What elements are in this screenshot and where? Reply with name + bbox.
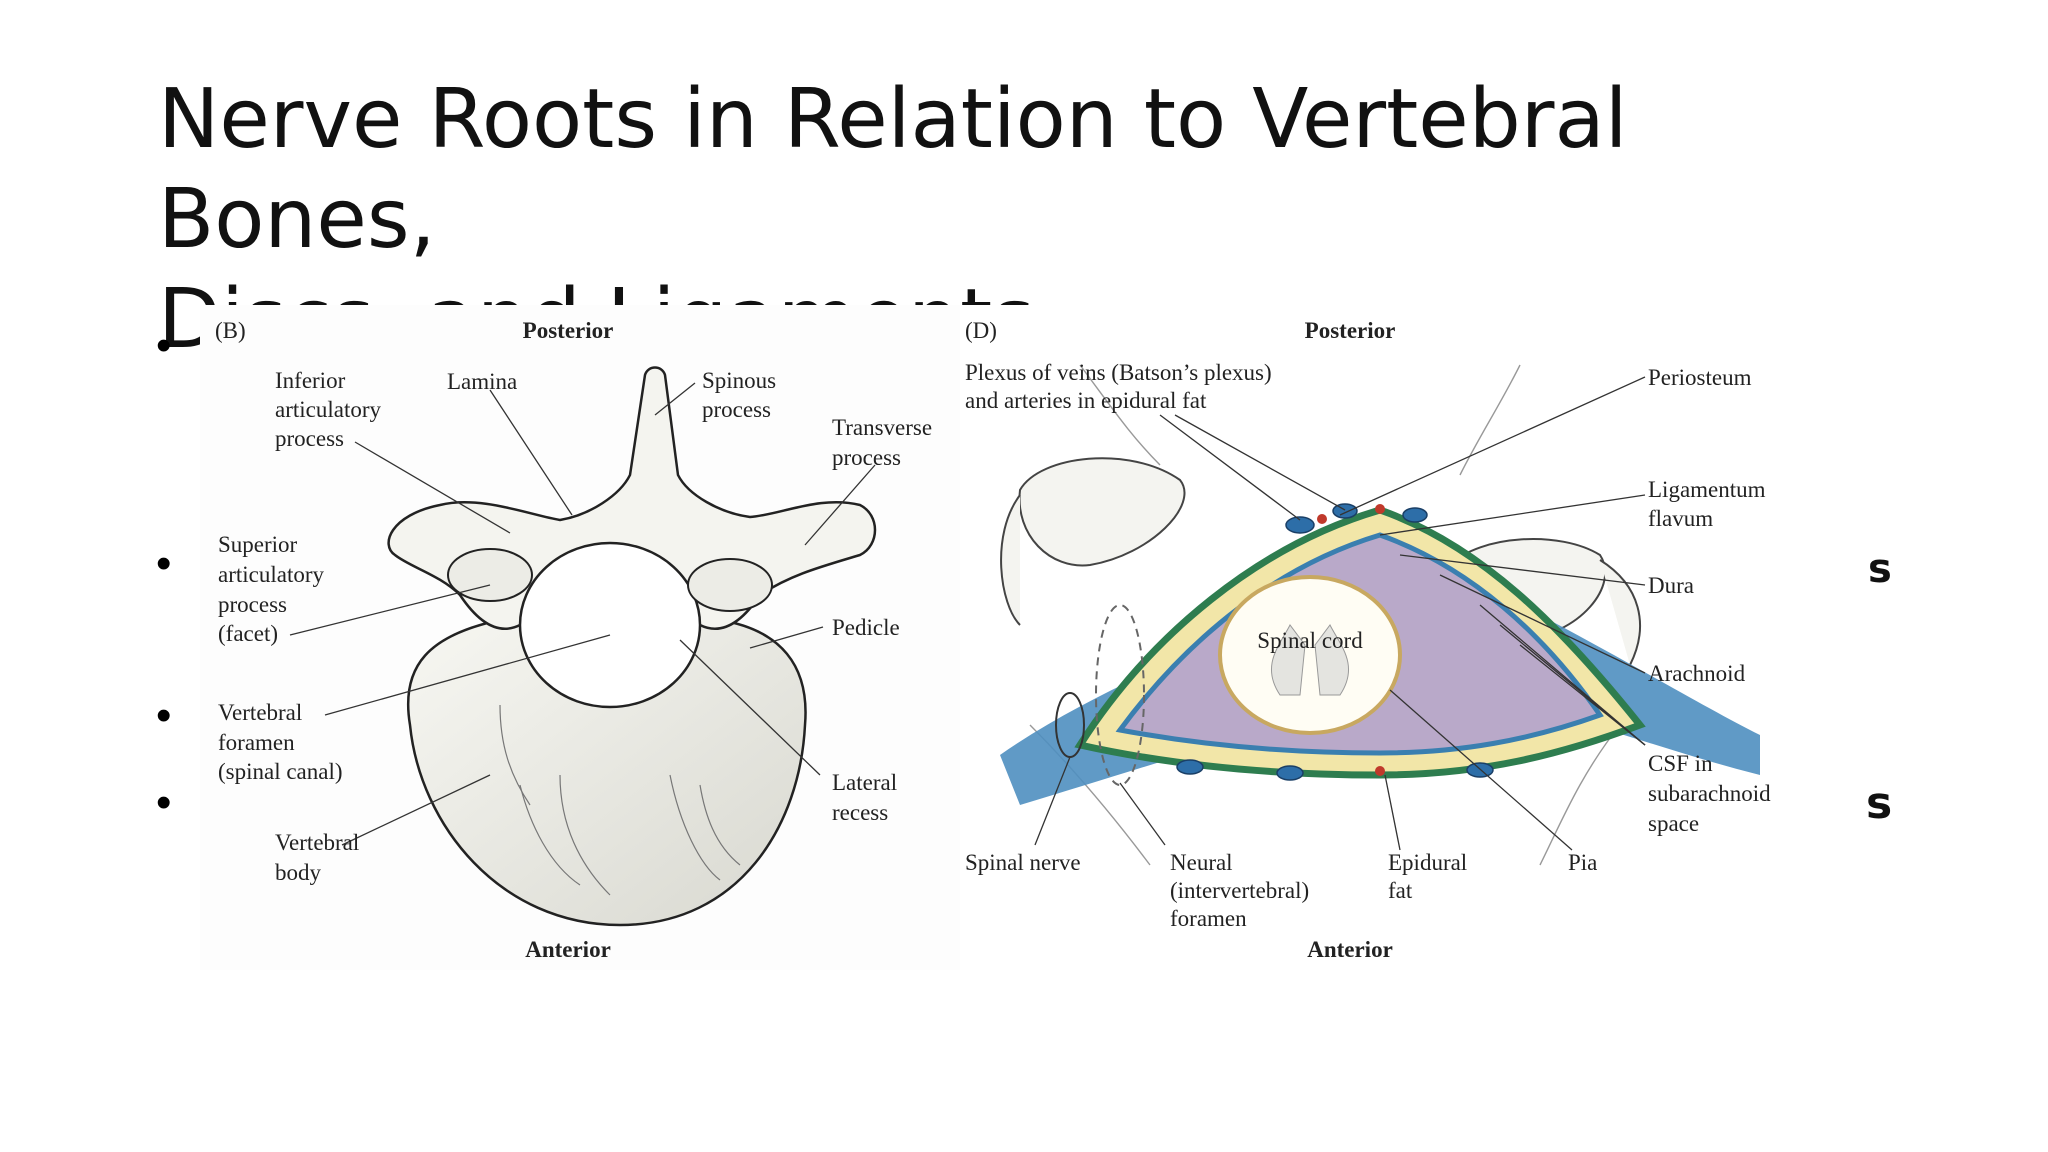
panel-letter-b: (B) [215,318,246,343]
label-vertebral-body: Vertebral body [275,830,365,885]
label-pia: Pia [1568,850,1597,875]
figure-b-vertebra-diagram: (B) Posterior Anterior Inferior articula… [200,305,960,970]
left-facet-bone [1018,457,1186,567]
label-spinal-cord: Spinal cord [1257,628,1363,653]
vertebral-foramen-shape [518,541,702,709]
label-posterior-b: Posterior [523,318,614,343]
superior-facet-left [447,548,533,602]
label-superior-articulatory-process: Superior articulatory process (facet) [218,532,330,646]
label-anterior-d: Anterior [1307,937,1393,962]
vertebral-body-shape [406,618,807,927]
label-posterior-d: Posterior [1305,318,1396,343]
label-pedicle: Pedicle [832,615,900,640]
label-neural-foramen: Neural (intervertebral) foramen [1170,850,1315,931]
label-plexus-of-veins: Plexus of veins (Batson’s plexus) and ar… [965,360,1277,413]
label-lamina: Lamina [447,369,517,394]
occluded-text-fragment-1: s [1868,546,1892,592]
bullet-3: • [156,691,172,740]
label-vertebral-foramen: Vertebral foramen (spinal canal) [218,700,343,784]
label-csf-subarachnoid-space: CSF in subarachnoid space [1648,751,1776,836]
label-periosteum: Periosteum [1648,365,1752,390]
title-line-1: Nerve Roots in Relation to Vertebral Bon… [158,72,1628,267]
label-epidural-fat: Epidural fat [1388,850,1473,903]
label-dura: Dura [1648,573,1694,598]
spinal-cord-shape [1218,575,1402,735]
label-lateral-recess: Lateral recess [832,770,903,825]
superior-facet-right [687,558,773,612]
label-inferior-articulatory-process: Inferior articulatory process [275,368,387,451]
label-anterior-b: Anterior [525,937,611,962]
neural-foramen-outline [1095,604,1145,786]
figure-d-spinal-canal-diagram: (D) Posterior Anterior Plexus of veins (… [960,305,1790,970]
panel-letter-d: (D) [965,318,997,343]
occluded-text-fragment-2: s [1866,778,1893,829]
bullet-1: • [156,321,172,370]
bullet-2: • [156,539,172,588]
label-arachnoid: Arachnoid [1648,661,1746,686]
bullet-4: • [156,778,172,827]
label-transverse-process: Transverse process [832,415,938,470]
label-spinal-nerve: Spinal nerve [965,850,1081,875]
label-spinous-process: Spinous process [702,368,782,422]
label-ligamentum-flavum: Ligamentum flavum [1648,477,1771,531]
